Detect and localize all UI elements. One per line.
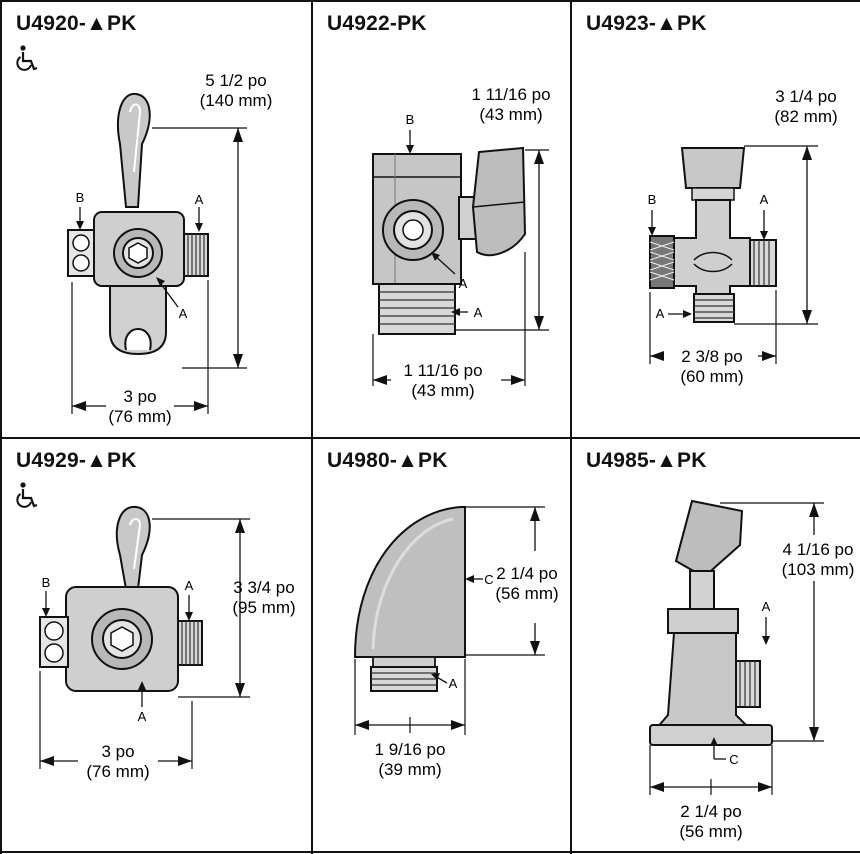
- dim-width-in: 2 3/8 po: [681, 347, 742, 366]
- dim-width-in: 3 po: [101, 742, 134, 761]
- dim-height-in: 3 1/4 po: [775, 87, 836, 106]
- product-cell-u4920: U4920-▲PK: [2, 2, 311, 437]
- dim-width-mm: (56 mm): [679, 822, 742, 841]
- label-a: A: [459, 276, 468, 291]
- product-code: U4923-▲PK: [586, 12, 707, 35]
- dim-height-mm: (140 mm): [200, 91, 273, 110]
- label-a: A: [760, 192, 769, 207]
- product-code: U4929-▲PK: [16, 449, 137, 472]
- label-a: A: [656, 306, 665, 321]
- dim-height-in: 5 1/2 po: [205, 71, 266, 90]
- label-a: A: [762, 599, 771, 614]
- label-c: C: [729, 752, 738, 767]
- dim-width-in: 1 9/16 po: [375, 740, 446, 759]
- label-c: C: [484, 572, 493, 587]
- dim-width-mm: (60 mm): [680, 367, 743, 386]
- grid-border-top: [0, 0, 860, 2]
- dim-width-mm: (76 mm): [108, 407, 171, 426]
- product-cell-u4922: U4922-PK: [313, 2, 570, 437]
- product-cell-u4985: U4985-▲PK: [572, 439, 860, 851]
- dim-width-in: 2 1/4 po: [680, 802, 741, 821]
- product-code: U4922-PK: [327, 12, 427, 35]
- label-a: A: [449, 676, 458, 691]
- product-drawing: 5 1/2 po (140 mm) 3 po (76 mm) B A A: [67, 71, 273, 426]
- product-cell-u4923: U4923-▲PK: [572, 2, 860, 437]
- product-drawing: 3 1/4 po (82 mm) 2 3/8 po (60 mm) B A A: [648, 87, 838, 386]
- grid-border-bottom: [0, 851, 860, 853]
- product-drawing: 4 1/16 po (103 mm) 2 1/4 po (56 mm) A C: [649, 499, 855, 841]
- grid-divider-col2: [570, 0, 572, 854]
- product-cell-u4980: U4980-▲PK: [313, 439, 570, 851]
- dim-width-mm: (76 mm): [86, 762, 149, 781]
- product-drawing: 3 3/4 po (95 mm) 3 po (76 mm) B A A: [39, 505, 296, 781]
- dim-height-mm: (56 mm): [495, 584, 558, 603]
- product-drawing: 1 11/16 po (43 mm) 1 11/16 po (43 mm) B …: [372, 85, 551, 400]
- label-b: B: [648, 192, 657, 207]
- product-code: U4920-▲PK: [16, 12, 137, 35]
- label-b: B: [406, 112, 415, 127]
- grid-border-left: [0, 0, 2, 854]
- grid-divider-col1: [311, 0, 313, 854]
- label-a: A: [195, 192, 204, 207]
- dim-width-mm: (39 mm): [378, 760, 441, 779]
- dim-width-in: 3 po: [123, 387, 156, 406]
- dim-height-in: 1 11/16 po: [471, 85, 550, 104]
- label-a: A: [185, 578, 194, 593]
- dim-width-mm: (43 mm): [411, 381, 474, 400]
- label-b: B: [42, 575, 51, 590]
- wheelchair-icon: [16, 482, 38, 508]
- product-code: U4985-▲PK: [586, 449, 707, 472]
- dim-height-in: 3 3/4 po: [233, 578, 294, 597]
- label-a: A: [474, 305, 483, 320]
- wheelchair-icon: [16, 45, 38, 71]
- dim-height-in: 2 1/4 po: [496, 564, 557, 583]
- label-a: A: [138, 709, 147, 724]
- label-a: A: [179, 306, 188, 321]
- label-b: B: [76, 190, 85, 205]
- product-cell-u4929: U4929-▲PK: [2, 439, 311, 851]
- dim-height-in: 4 1/16 po: [783, 540, 854, 559]
- grid-divider-middle: [0, 437, 860, 439]
- dim-height-mm: (43 mm): [479, 105, 542, 124]
- dim-height-mm: (82 mm): [774, 107, 837, 126]
- dim-height-mm: (103 mm): [782, 560, 855, 579]
- dim-width-in: 1 11/16 po: [403, 361, 482, 380]
- product-code: U4980-▲PK: [327, 449, 448, 472]
- product-drawing: 2 1/4 po (56 mm) 1 9/16 po (39 mm) C A: [353, 506, 559, 779]
- dim-height-mm: (95 mm): [232, 598, 295, 617]
